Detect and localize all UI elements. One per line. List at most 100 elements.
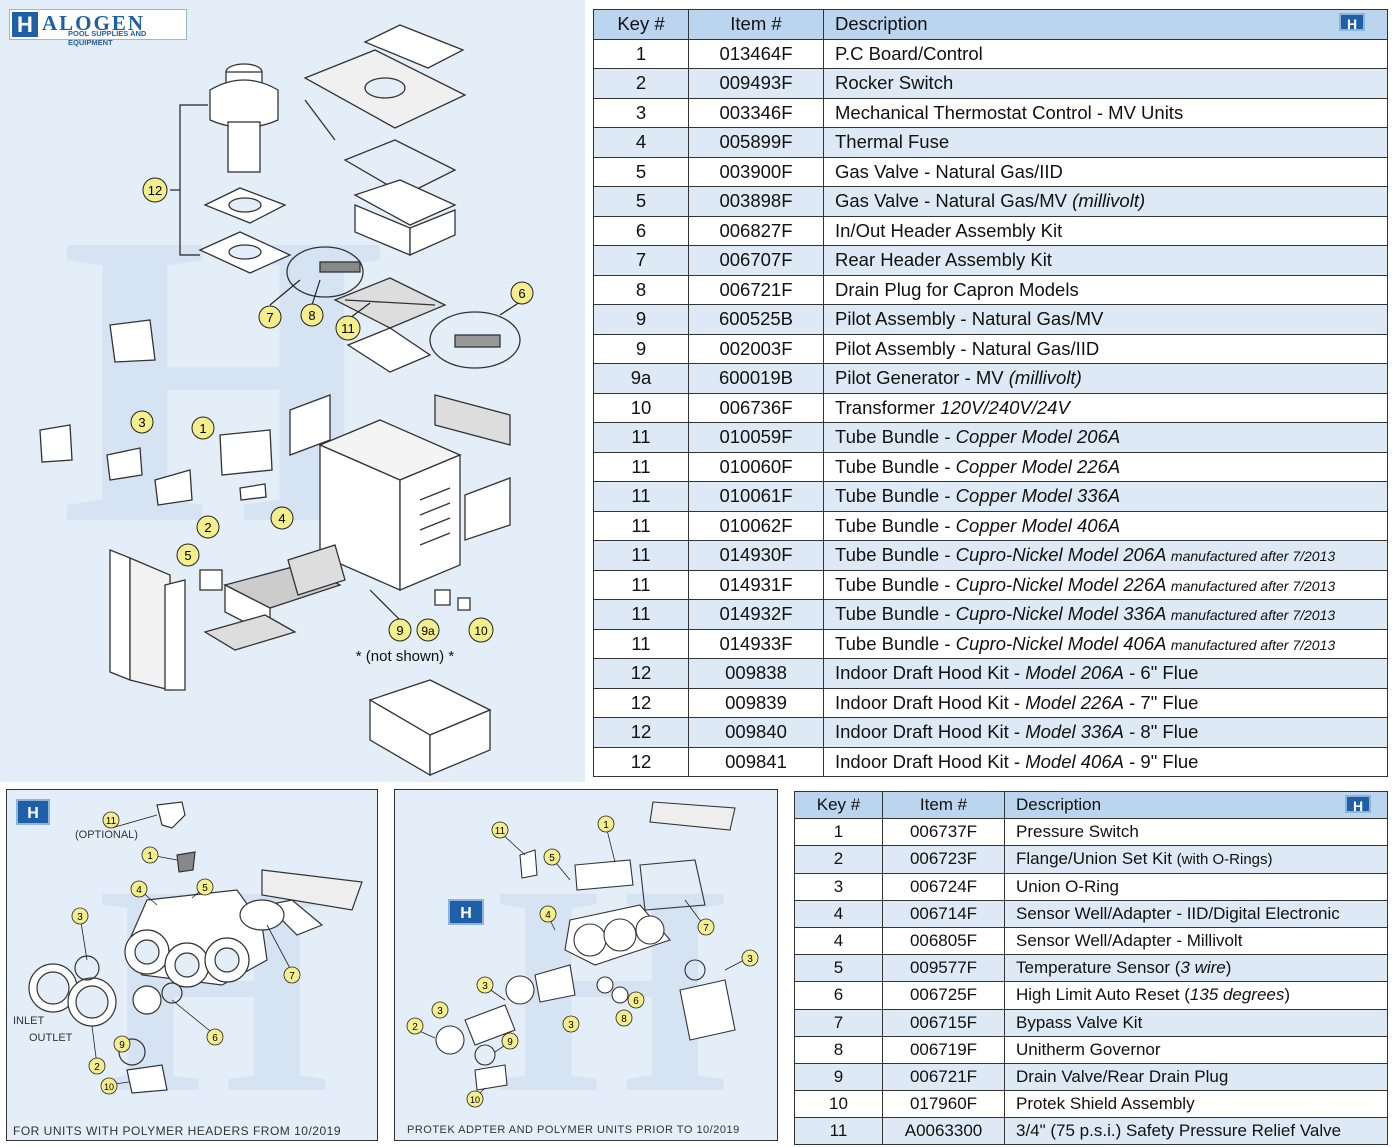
- svg-text:11: 11: [495, 826, 506, 837]
- callout-2: 2: [196, 515, 220, 539]
- key-cell: 9: [593, 304, 689, 335]
- item-cell: 005899F: [688, 127, 824, 158]
- svg-text:9: 9: [507, 1037, 513, 1048]
- key-cell: 3: [593, 97, 689, 128]
- halogen-logo: H ALOGEN POOL SUPPLIES AND EQUIPMENT: [9, 9, 187, 47]
- svg-text:5: 5: [549, 853, 555, 864]
- svg-text:11: 11: [106, 816, 117, 827]
- callout-3: 3: [562, 1015, 580, 1033]
- description-cell: High Limit Auto Reset (135 degrees): [1004, 981, 1388, 1010]
- description-text: Pilot Assembly - Natural Gas/IID: [835, 337, 1100, 359]
- description-text: Indoor Draft Hood Kit -: [835, 691, 1026, 713]
- description-text: Indoor Draft Hood Kit -: [835, 662, 1026, 684]
- description-text: Temperature Sensor (: [1016, 958, 1181, 978]
- key-cell: 9: [593, 333, 689, 364]
- description-text: Protek Shield Assembly: [1016, 1094, 1195, 1114]
- svg-text:10: 10: [474, 624, 488, 638]
- description-note: (millivolt): [1072, 190, 1146, 212]
- svg-text:6: 6: [212, 1033, 218, 1044]
- header-key: Key #: [593, 9, 689, 40]
- description-cell: Tube Bundle - Copper Model 226A: [823, 451, 1388, 482]
- key-cell: 3: [794, 872, 883, 901]
- callout-3: 3: [476, 976, 494, 994]
- callout-6: 6: [510, 281, 534, 305]
- key-cell: 11: [593, 422, 689, 453]
- svg-text:9: 9: [396, 623, 403, 638]
- key-cell: 11: [593, 510, 689, 541]
- description-note: Copper Model 336A: [955, 485, 1121, 507]
- callout-2: 2: [406, 1017, 424, 1035]
- key-cell: 6: [794, 981, 883, 1010]
- halogen-mini-logo: H: [1345, 795, 1371, 814]
- svg-text:11: 11: [341, 321, 355, 336]
- description-cell: Indoor Draft Hood Kit - Model 406A - 9" …: [823, 746, 1388, 777]
- svg-text:5: 5: [202, 883, 208, 894]
- item-cell: 014930F: [688, 540, 824, 571]
- description-small-note: manufactured after 7/2013: [1170, 607, 1336, 624]
- key-cell: 12: [593, 687, 689, 718]
- protek-adapter-caption: PROTEK ADPTER AND POLYMER UNITS PRIOR TO…: [407, 1124, 740, 1136]
- description-note: (millivolt): [1008, 367, 1082, 389]
- description-text: Tube Bundle -: [835, 632, 956, 654]
- callout-1: 1: [191, 416, 215, 440]
- key-cell: 1: [593, 38, 689, 69]
- description-text: Drain Valve/Rear Drain Plug: [1016, 1066, 1229, 1086]
- key-cell: 11: [593, 599, 689, 630]
- main-diagram-drawing: H: [39, 24, 534, 777]
- item-cell: A0063300: [882, 1117, 1005, 1146]
- description-note: Cupro-Nickel Model 226A: [955, 573, 1171, 595]
- key-cell: 10: [794, 1090, 883, 1119]
- svg-text:5: 5: [184, 548, 191, 563]
- description-text: Gas Valve - Natural Gas/IID: [835, 160, 1063, 182]
- description-text: High Limit Auto Reset (: [1016, 985, 1190, 1005]
- item-cell: 014932F: [688, 599, 824, 630]
- description-text: Mechanical Thermostat Control - MV Units: [835, 101, 1184, 123]
- description-tail: - 8" Flue: [1123, 721, 1199, 743]
- key-cell: 5: [794, 954, 883, 983]
- svg-text:7: 7: [289, 971, 295, 982]
- description-cell: Union O-Ring: [1004, 872, 1388, 901]
- key-cell: 4: [794, 899, 883, 928]
- description-tail: ): [1284, 985, 1291, 1005]
- callout-6: 6: [206, 1028, 224, 1046]
- description-text: Tube Bundle -: [835, 455, 956, 477]
- item-cell: 006724F: [882, 872, 1005, 901]
- description-text: Tube Bundle -: [835, 573, 956, 595]
- callout-5: 5: [196, 878, 214, 896]
- description-cell: Gas Valve - Natural Gas/MV (millivolt): [823, 186, 1388, 217]
- description-cell: Sensor Well/Adapter - Millivolt: [1004, 926, 1388, 956]
- svg-text:2: 2: [412, 1022, 418, 1033]
- description-cell: Sensor Well/Adapter - IID/Digital Electr…: [1004, 899, 1388, 928]
- item-cell: 006714F: [882, 899, 1005, 928]
- svg-text:3: 3: [437, 1006, 443, 1017]
- key-cell: 11: [593, 569, 689, 600]
- brand-name: ALOGEN: [42, 11, 146, 35]
- key-cell: 1: [794, 818, 883, 847]
- description-note: 120V/240V/24V: [940, 396, 1070, 418]
- item-cell: 006707F: [688, 245, 824, 276]
- svg-text:4: 4: [278, 511, 285, 526]
- key-cell: 12: [593, 746, 689, 777]
- item-cell: 006805F: [882, 926, 1005, 956]
- item-cell: 006725F: [882, 981, 1005, 1010]
- key-cell: 5: [593, 186, 689, 217]
- main-callouts: 12 7 8 11 6 3 1 4 2 5 9 9a 10: [130, 177, 534, 643]
